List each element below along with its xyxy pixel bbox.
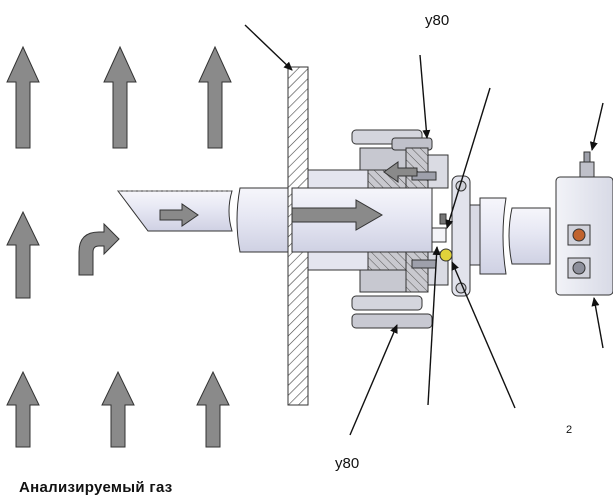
up-arrow-icon <box>101 370 135 448</box>
curved-arrow-icon <box>78 222 120 276</box>
probe-tube <box>117 187 293 253</box>
gas-caption: Анализируемый газ <box>19 479 173 496</box>
up-arrow-icon <box>6 370 40 448</box>
connector-icon <box>567 224 591 246</box>
page-number: 2 <box>566 424 573 436</box>
right-arrow-icon <box>291 199 384 231</box>
up-arrow-icon <box>103 45 137 149</box>
ref-label-top: y80 <box>425 12 450 29</box>
ref-label-bottom: y80 <box>335 455 360 472</box>
up-arrow-icon <box>198 45 232 149</box>
up-arrow-icon <box>196 370 230 448</box>
left-arrow-icon <box>383 161 418 183</box>
connector-icon <box>567 257 591 279</box>
leader-lines <box>244 24 604 436</box>
up-arrow-icon <box>6 45 40 149</box>
internal-flow-arrows <box>159 161 418 231</box>
gas-flow-arrows <box>6 45 232 448</box>
up-arrow-icon <box>6 210 40 299</box>
electronics-box <box>555 151 613 296</box>
right-arrow-icon <box>159 203 199 227</box>
mounting-flange <box>451 175 481 297</box>
extension-tube <box>479 197 551 275</box>
